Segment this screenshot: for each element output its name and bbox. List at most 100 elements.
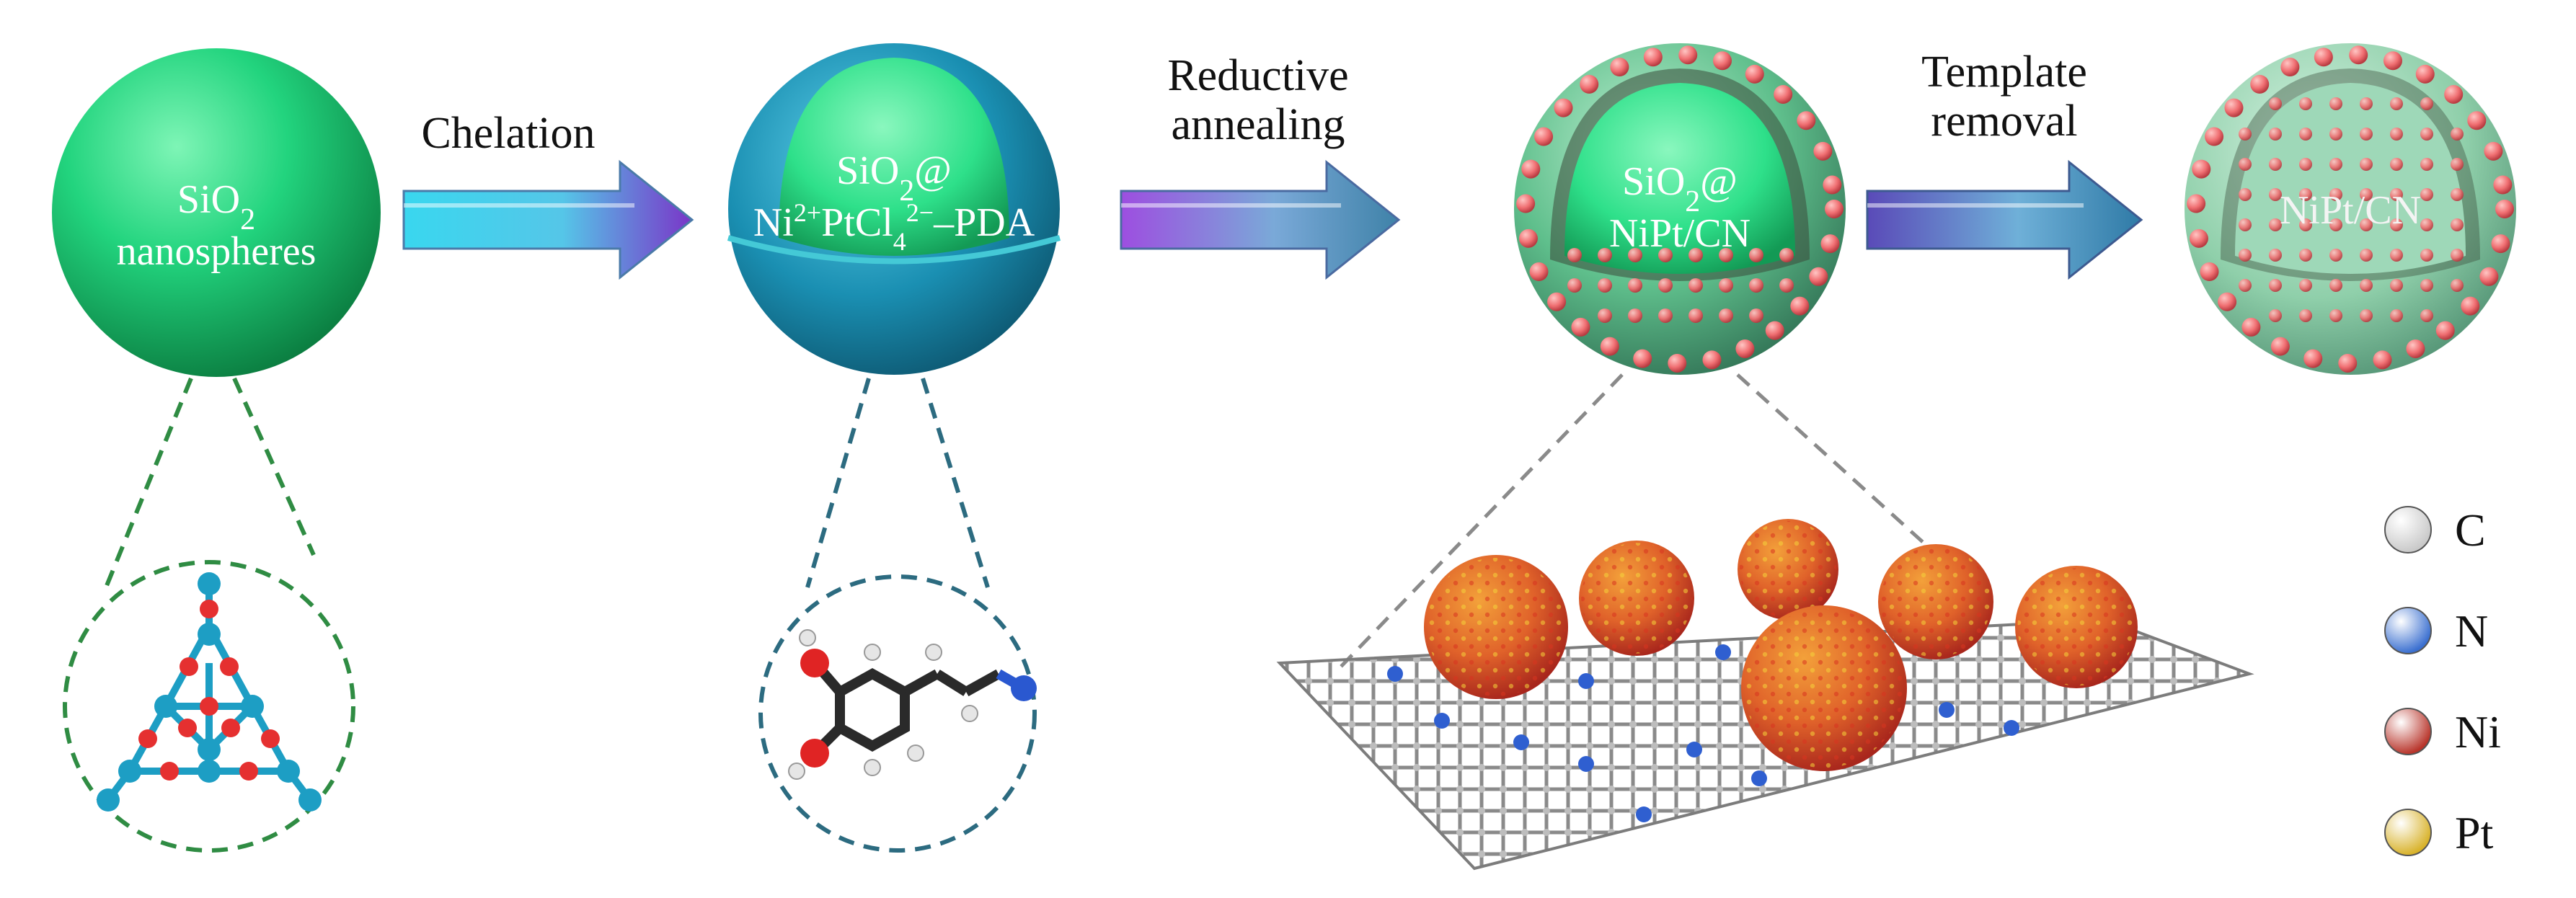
nanoparticle [1749,278,1763,293]
nanoparticle [1567,248,1582,262]
nanoparticle [2299,128,2312,141]
nanoparticle [2479,267,2499,286]
nanoparticle [1658,248,1673,262]
nanoparticle [2444,84,2464,104]
nanoparticle [1668,353,1687,373]
nanoparticle [2299,97,2312,110]
nanoparticle [1823,175,1842,195]
nanoparticle [2329,249,2342,262]
nanoparticle [2329,158,2342,171]
nipt-cn-coated-sphere: SiO2@NiPt/CN [1514,43,1846,375]
legend-label-n: N [2455,605,2488,657]
nanoparticle [2390,309,2403,322]
nanoparticle [2329,97,2342,110]
nanoparticle [1580,74,1599,94]
nanoparticle [2484,141,2503,161]
nanoparticle [2299,188,2312,201]
nanoparticle [1678,45,1698,65]
nanoparticle [1719,308,1733,323]
nanoparticle [2390,188,2403,201]
nanoparticle [2269,249,2282,262]
dopamine-molecule-icon [788,629,1037,780]
sphere-label-4: NiPt/CN [2280,188,2421,233]
nanoparticle [2451,188,2464,201]
nanoparticle [2451,279,2464,292]
nanoparticle [1790,296,1810,316]
nanoparticle [2373,350,2392,370]
nanoparticle [2314,48,2333,67]
nanoparticle [2329,279,2342,292]
nanoparticle [2435,321,2455,340]
nipt-nanoparticle-atoms [1744,608,1904,768]
nipt-nanoparticle-atoms [2017,568,2135,686]
silica-zoom [63,377,355,853]
nanoparticle [1809,267,1828,286]
nanoparticle [1797,111,1816,130]
nanoparticle [1749,308,1763,323]
nanoparticle [2390,158,2403,171]
nanoparticle [2303,349,2323,368]
nanoparticle [1779,248,1794,262]
nanoparticle [2461,296,2480,316]
dopamine-zoom [758,378,1037,853]
surface-nanoparticles [2187,45,2514,373]
nanoparticle [2239,158,2252,171]
nanoparticle [2218,292,2237,311]
nitrogen-atom [1715,644,1731,660]
nanoparticle [2495,200,2514,218]
nanoparticle [2189,228,2208,248]
nanoparticle [2269,188,2282,201]
nitrogen-atom [1939,702,1955,718]
nanoparticle [1600,337,1619,356]
nanoparticle [2420,249,2433,262]
nanoparticle [1633,349,1652,368]
nanoparticle [2420,279,2433,292]
nanoparticle [2329,128,2342,141]
nanoparticle [2420,97,2433,110]
nipt-cn-zoom [1276,373,2254,871]
nanoparticle [2451,218,2464,231]
nanoparticle [2360,97,2373,110]
nitrogen-atom [1636,806,1652,822]
nanoparticle [2383,51,2402,71]
nipt-nanoparticles [1424,519,2138,771]
nanoparticle [2280,58,2300,77]
nanoparticle [1820,234,1840,254]
nanoparticle [1628,278,1642,293]
nanoparticle [2269,158,2282,171]
nanoparticle [2467,111,2487,130]
nanoparticle [2329,309,2342,322]
silica-zoom-circle [63,560,355,853]
nitrogen-atom [1513,734,1529,750]
nanoparticle [2360,249,2373,262]
legend-label-pt: Pt [2455,807,2494,858]
nanoparticle [2451,128,2464,141]
nanoparticle [2269,97,2282,110]
nanoparticle [1643,48,1663,67]
nanoparticle [1749,248,1763,262]
nanoparticle [2338,353,2358,373]
nanoparticle [1688,308,1703,323]
nipt-nanoparticle-atoms [1880,546,1991,657]
nitrogen-atom [1578,756,1594,772]
nanoparticle [2406,339,2425,358]
nanoparticle [2192,159,2211,179]
nanoparticle [2420,188,2433,201]
nanoparticle [1774,84,1793,104]
nanoparticle [2200,262,2219,282]
nanoparticle [1719,248,1733,262]
nanoparticle [2451,158,2464,171]
nitrogen-atom [1751,770,1767,786]
nanoparticle [2360,158,2373,171]
legend-label-c: C [2455,504,2486,556]
nanoparticle [2269,218,2282,231]
nanoparticle [2360,309,2373,322]
nanoparticle [1521,159,1541,179]
nanoparticle [2360,128,2373,141]
nanoparticle [1516,194,1536,213]
